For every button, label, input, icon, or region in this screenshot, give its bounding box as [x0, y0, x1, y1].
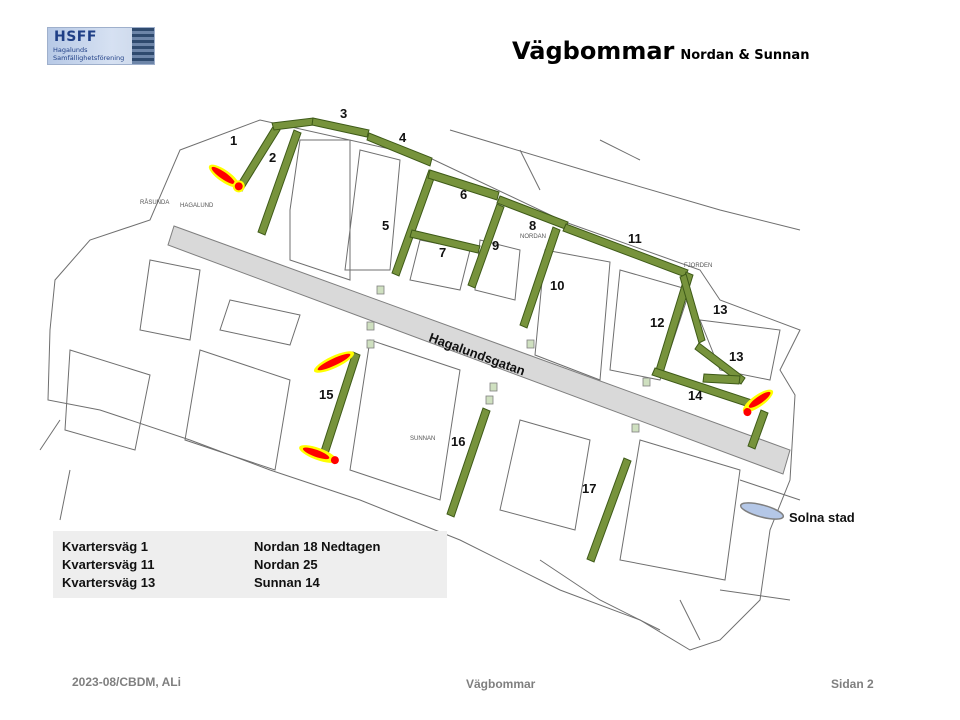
road-4 [366, 132, 433, 167]
solna-label: Solna stad [789, 510, 855, 525]
footer-date: 2023-08/CBDM, ALi [72, 675, 181, 689]
logo-line-1: Hagalunds [53, 46, 88, 54]
legend-right-2: Nordan 25 [254, 557, 318, 572]
road-label-14: 14 [688, 388, 703, 403]
map-base [39, 119, 801, 651]
place-rasunda: RÅSUNDA [140, 199, 169, 206]
place-nordan: NORDAN [520, 234, 546, 240]
road-16 [446, 407, 491, 518]
barrier-14 [742, 389, 774, 417]
road-10 [519, 226, 561, 329]
legend-right-1: Nordan 18 Nedtagen [254, 539, 381, 554]
place-fjorden: FJORDEN [684, 263, 712, 269]
road-7 [409, 229, 481, 254]
road-13c [702, 373, 741, 385]
road-label-3: 3 [340, 106, 347, 121]
road-label-13a: 13 [713, 302, 727, 317]
legend-left-3: Kvartersväg 13 [62, 575, 156, 590]
road-label-16: 16 [451, 434, 465, 449]
road-3 [271, 117, 315, 131]
road-label-5: 5 [382, 218, 389, 233]
legend-left-2: Kvartersväg 11 [62, 557, 155, 572]
road-14b [747, 409, 769, 450]
road-label-11: 11 [628, 231, 642, 246]
legend-box: Kvartersväg 1 Kvartersväg 11 Kvartersväg… [53, 531, 447, 598]
place-sunnan: SUNNAN [410, 436, 435, 442]
barrier-1 [208, 164, 245, 193]
barrier-15-north [313, 351, 355, 373]
title-sub: Nordan & Sunnan [680, 48, 810, 63]
road-label-15: 15 [319, 387, 333, 402]
road-labels: 1 2 3 4 5 6 7 8 9 10 11 12 13 13 14 15 1… [230, 106, 743, 496]
logo-line-2: Samfällighetsförening [53, 54, 125, 62]
crossings [366, 285, 651, 433]
title-main: Vägbommar [512, 37, 675, 65]
place-hagalund: HAGALUND [180, 203, 214, 209]
road-3b [311, 117, 370, 138]
footer-title: Vägbommar [466, 677, 536, 691]
roads [235, 117, 769, 563]
barriers [208, 164, 785, 520]
road-11 [562, 223, 689, 278]
barrier-solna [739, 502, 785, 520]
road-label-4: 4 [399, 130, 407, 145]
road-2 [257, 129, 302, 236]
footer-page: Sidan 2 [831, 677, 874, 691]
road-label-6: 6 [460, 187, 467, 202]
building-icon [132, 28, 154, 64]
road-label-13b: 13 [729, 349, 743, 364]
hsff-logo: HSFF Hagalunds Samfällighetsförening [47, 27, 155, 65]
road-label-8: 8 [529, 218, 536, 233]
road-label-10: 10 [550, 278, 564, 293]
hagalundsgatan-street [167, 225, 791, 475]
road-13b [694, 342, 746, 385]
road-9 [467, 203, 505, 289]
legend-right-3: Sunnan 14 [254, 575, 320, 590]
road-label-7: 7 [439, 245, 446, 260]
logo-brand: HSFF [54, 29, 97, 45]
legend-left-1: Kvartersväg 1 [62, 539, 148, 554]
road-label-9: 9 [492, 238, 499, 253]
page-title: Vägbommar Nordan & Sunnan [512, 37, 809, 65]
road-6 [427, 169, 500, 201]
road-label-1: 1 [230, 133, 237, 148]
road-label-17: 17 [582, 481, 596, 496]
barrier-15-south [299, 445, 339, 465]
logo-name: Hagalunds Samfällighetsförening [53, 46, 124, 62]
road-17 [586, 457, 632, 563]
road-label-12: 12 [650, 315, 664, 330]
road-5 [391, 169, 437, 277]
road-label-2: 2 [269, 150, 276, 165]
